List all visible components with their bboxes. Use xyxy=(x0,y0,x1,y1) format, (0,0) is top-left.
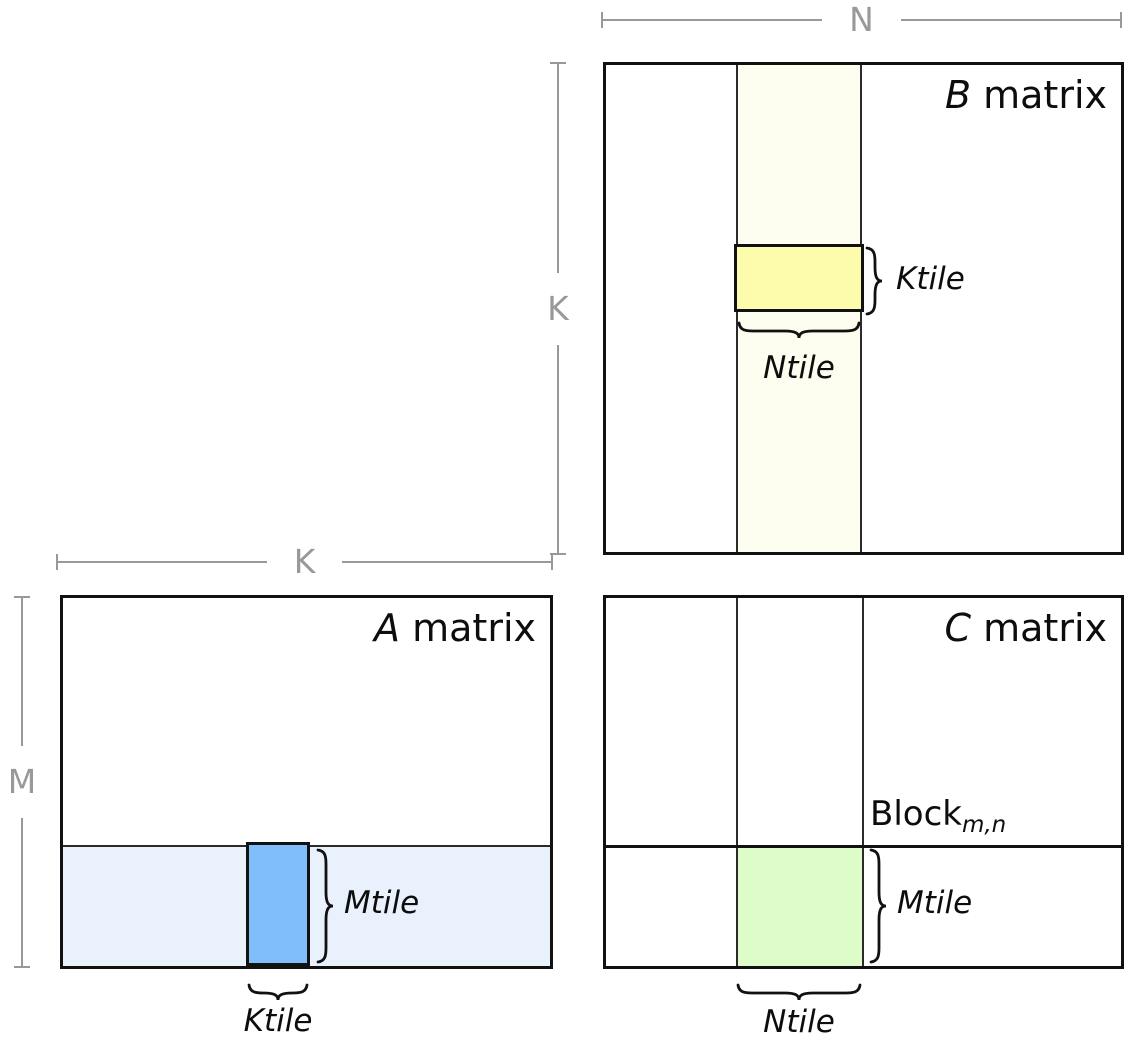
matrix-a: Mtile A matrix xyxy=(60,595,553,969)
dimension-line-n: N xyxy=(601,0,1122,39)
matrix-b: Ktile Ntile B matrix xyxy=(603,62,1124,555)
dimension-segment xyxy=(557,64,559,273)
b-ktile-ntile-tile xyxy=(734,244,864,312)
c-mtile-label: Mtile xyxy=(897,885,973,921)
brace-right-icon xyxy=(865,246,883,316)
b-ntile-label: Ntile xyxy=(763,350,835,386)
dimension-tick xyxy=(14,966,30,968)
dimension-label-m: M xyxy=(7,762,37,801)
c-mtile-ntile-tile xyxy=(736,845,864,966)
c-block-label: Blockm,n xyxy=(870,794,1006,838)
dimension-label-k: K xyxy=(547,288,569,328)
underbrace-icon xyxy=(737,321,861,339)
c-ntile-label: Ntile xyxy=(763,1004,835,1040)
c-row-line xyxy=(606,845,1121,848)
a-mtile-ktile-tile xyxy=(246,842,310,966)
c-column-line xyxy=(862,598,864,966)
dimension-segment xyxy=(603,19,823,21)
a-ktile-label: Ktile xyxy=(243,1003,313,1039)
matrix-c-letter: C xyxy=(944,606,972,650)
dimension-tick xyxy=(601,12,603,28)
dimension-tick xyxy=(551,554,554,570)
brace-right-icon xyxy=(869,848,887,964)
dimension-tick xyxy=(56,554,58,570)
matrix-a-title-rest: matrix xyxy=(400,606,536,650)
dimension-label-n: N xyxy=(849,0,874,39)
matrix-c-title: C matrix xyxy=(945,606,1108,650)
matrix-b-title: B matrix xyxy=(945,73,1107,117)
dimension-line-m: M xyxy=(7,596,37,968)
matrix-b-letter: B xyxy=(944,73,972,117)
dimension-segment xyxy=(21,818,23,966)
matrix-a-letter: A xyxy=(374,606,401,650)
a-mtile-label: Mtile xyxy=(344,885,420,921)
dimension-tick xyxy=(550,62,566,64)
dimension-segment xyxy=(58,561,267,563)
dimension-line-k-a: K xyxy=(56,542,554,581)
c-block-text: Block xyxy=(870,794,962,834)
brace-right-icon xyxy=(316,848,334,964)
dimension-line-k-b: K xyxy=(546,62,570,555)
dimension-tick xyxy=(1120,12,1122,28)
c-column-line xyxy=(736,598,738,966)
c-block-subscript: m,n xyxy=(961,812,1007,838)
dimension-segment xyxy=(557,344,559,553)
dimension-tick xyxy=(14,596,30,598)
dimension-segment xyxy=(21,598,23,746)
underbrace-icon xyxy=(247,983,309,1001)
underbrace-icon xyxy=(736,983,862,1001)
dimension-segment xyxy=(900,19,1120,21)
dimension-tick xyxy=(550,553,566,555)
dimension-segment xyxy=(342,561,552,563)
b-ktile-label: Ktile xyxy=(896,261,965,297)
matrix-a-title: A matrix xyxy=(374,606,536,650)
matrix-b-title-rest: matrix xyxy=(971,73,1107,117)
matrix-c: Blockm,n Mtile C matrix xyxy=(603,595,1124,969)
matrix-c-title-rest: matrix xyxy=(971,606,1107,650)
dimension-label-k: K xyxy=(293,542,316,581)
